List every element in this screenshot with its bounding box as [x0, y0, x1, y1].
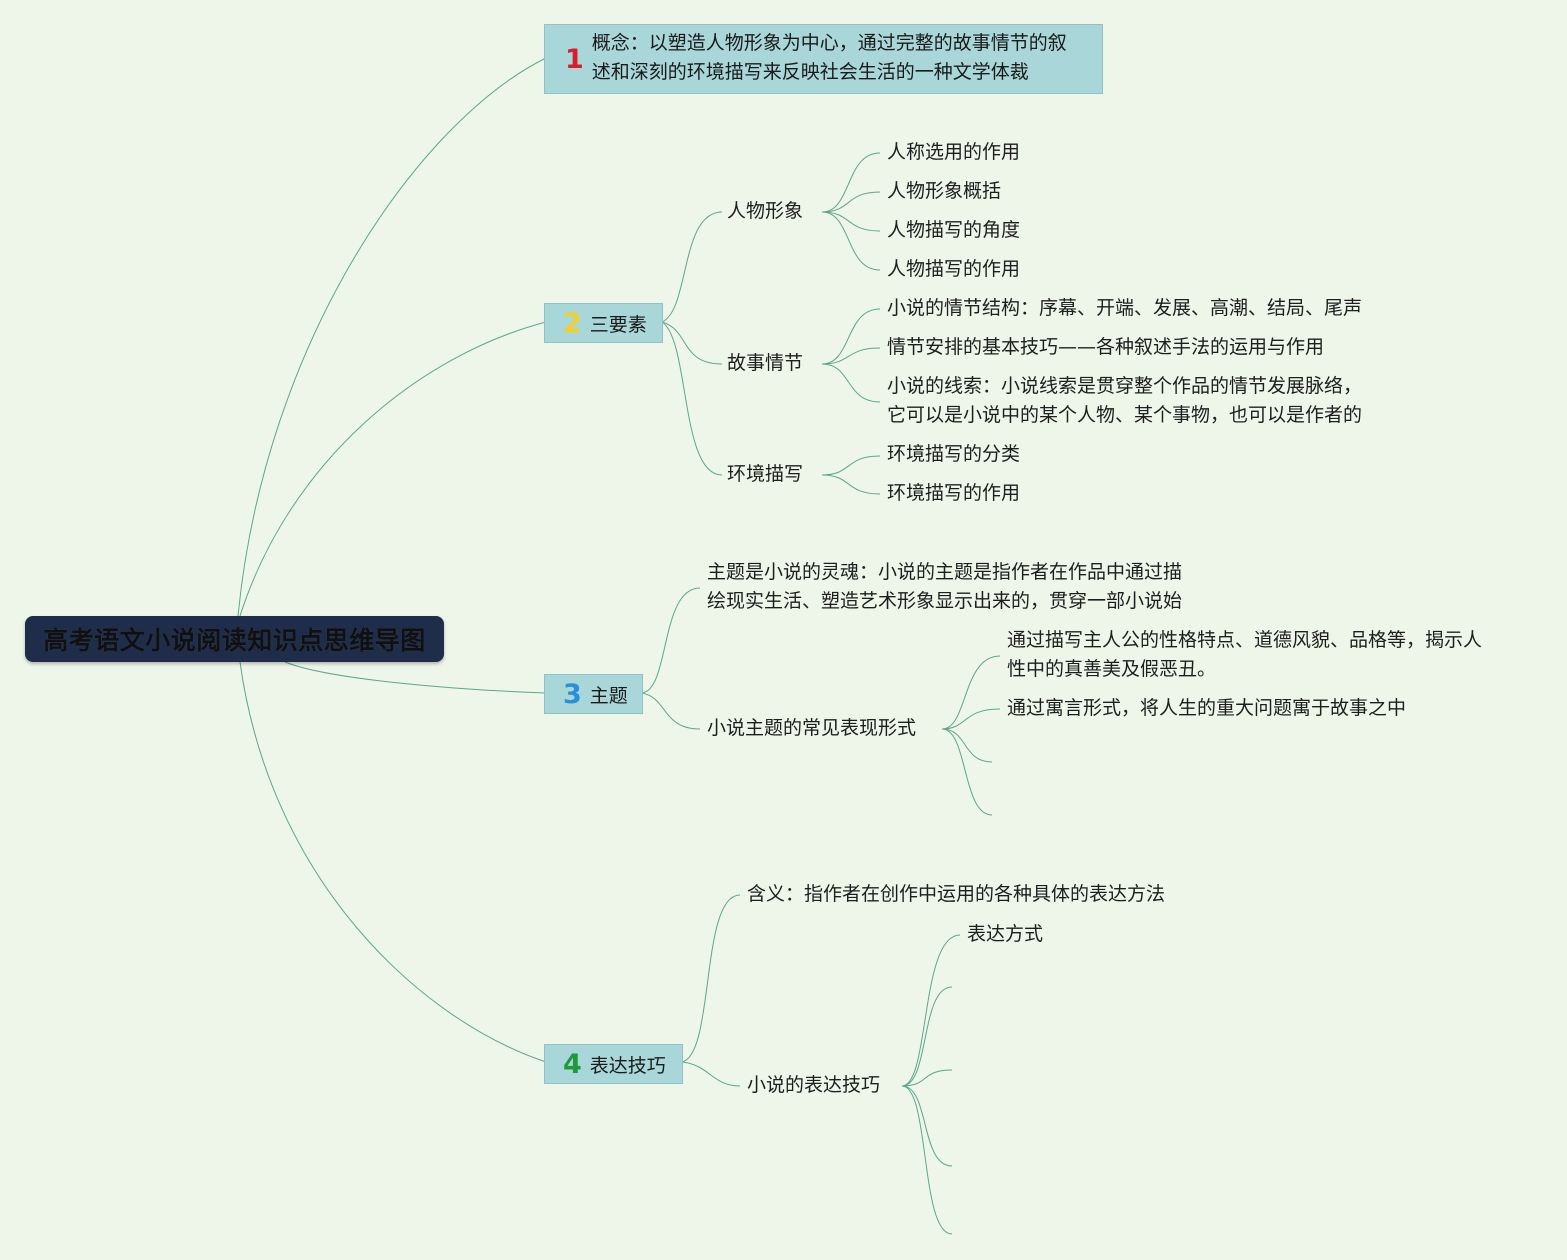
branch-3-theme[interactable]: 3 主题	[544, 674, 643, 714]
item-qingjie-1[interactable]: 小说的情节结构：序幕、开端、发展、高潮、结局、尾声	[887, 297, 1363, 319]
number-1-icon: 1	[565, 43, 584, 75]
theme-soul[interactable]: 主题是小说的灵魂：小说的主题是指作者在作品中通过描 绘现实生活、塑造艺术形象显示…	[707, 558, 1182, 616]
link-b4-skills	[681, 1061, 741, 1087]
item-qingjie-3-line-2: 它可以是小说中的某个人物、某个事物，也可以是作者的	[887, 404, 1363, 426]
link-b2-renwu	[661, 211, 723, 323]
topic-huanjing[interactable]: 环境描写	[727, 463, 804, 485]
item-qingjie-3-line-1: 小说的线索：小说线索是贯穿整个作品的情节发展脉络，	[887, 375, 1363, 397]
branch-4-label: 表达技巧	[589, 1054, 666, 1077]
branch-4-techniques[interactable]: 4 表达技巧	[544, 1044, 683, 1084]
topic-theme-forms[interactable]: 小说主题的常见表现形式	[707, 717, 917, 739]
link-b2-huanjing	[661, 321, 723, 476]
number-4-icon: 4	[563, 1048, 582, 1080]
number-3-icon: 3	[563, 678, 582, 710]
number-2-icon: 2	[563, 307, 582, 339]
link-b4-meaning	[681, 894, 741, 1063]
item-renwu-4[interactable]: 人物描写的作用	[887, 258, 1021, 280]
topic-qingjie[interactable]: 故事情节	[727, 352, 804, 374]
root-topic[interactable]: 高考语文小说阅读知识点思维导图	[25, 616, 444, 662]
item-huanjing-2[interactable]: 环境描写的作用	[887, 482, 1021, 504]
link-b3-soul	[641, 587, 701, 694]
branch-2-three-elements[interactable]: 2 三要素	[544, 303, 663, 343]
item-theme-form-1-line-2: 性中的真善美及假恶丑。	[1007, 658, 1217, 680]
link-root-b1	[237, 57, 547, 617]
link-b3-forms	[641, 692, 701, 730]
item-theme-form-1[interactable]: 通过描写主人公的性格特点、道德风貌、品格等，揭示人 性中的真善美及假恶丑。	[1007, 626, 1482, 684]
concept-line-2: 述和深刻的环境描写来反映社会生活的一种文学体裁	[591, 61, 1029, 83]
link-root-b4	[239, 661, 547, 1063]
theme-soul-line-2: 绘现实生活、塑造艺术形象显示出来的，贯穿一部小说始	[707, 590, 1183, 612]
item-theme-form-1-line-1: 通过描写主人公的性格特点、道德风貌、品格等，揭示人	[1007, 629, 1483, 651]
item-theme-form-2[interactable]: 通过寓言形式，将人生的重大问题寓于故事之中	[1007, 697, 1407, 719]
branch-1-concept[interactable]: 1 概念：以塑造人物形象为中心，通过完整的故事情节的叙 述和深刻的环境描写来反映…	[544, 24, 1103, 94]
branch-3-label: 主题	[589, 684, 628, 707]
item-technique-1[interactable]: 表达方式	[967, 923, 1044, 945]
root-title: 高考语文小说阅读知识点思维导图	[43, 626, 426, 655]
topic-renwu[interactable]: 人物形象	[727, 200, 804, 222]
link-root-b2	[239, 321, 547, 617]
technique-meaning[interactable]: 含义：指作者在创作中运用的各种具体的表达方法	[747, 883, 1166, 905]
item-qingjie-3[interactable]: 小说的线索：小说线索是贯穿整个作品的情节发展脉络， 它可以是小说中的某个人物、某…	[887, 372, 1362, 430]
concept-line-1: 概念：以塑造人物形象为中心，通过完整的故事情节的叙	[591, 32, 1067, 54]
item-renwu-2[interactable]: 人物形象概括	[887, 180, 1002, 202]
theme-soul-line-1: 主题是小说的灵魂：小说的主题是指作者在作品中通过描	[707, 561, 1183, 583]
branch-2-label: 三要素	[589, 313, 647, 336]
item-huanjing-1[interactable]: 环境描写的分类	[887, 443, 1021, 465]
link-b2-qingjie	[661, 321, 723, 365]
item-renwu-1[interactable]: 人称选用的作用	[887, 141, 1021, 163]
link-root-b3	[284, 661, 547, 694]
item-renwu-3[interactable]: 人物描写的角度	[887, 219, 1021, 241]
topic-techniques[interactable]: 小说的表达技巧	[747, 1074, 881, 1096]
item-qingjie-2[interactable]: 情节安排的基本技巧——各种叙述手法的运用与作用	[887, 336, 1325, 358]
